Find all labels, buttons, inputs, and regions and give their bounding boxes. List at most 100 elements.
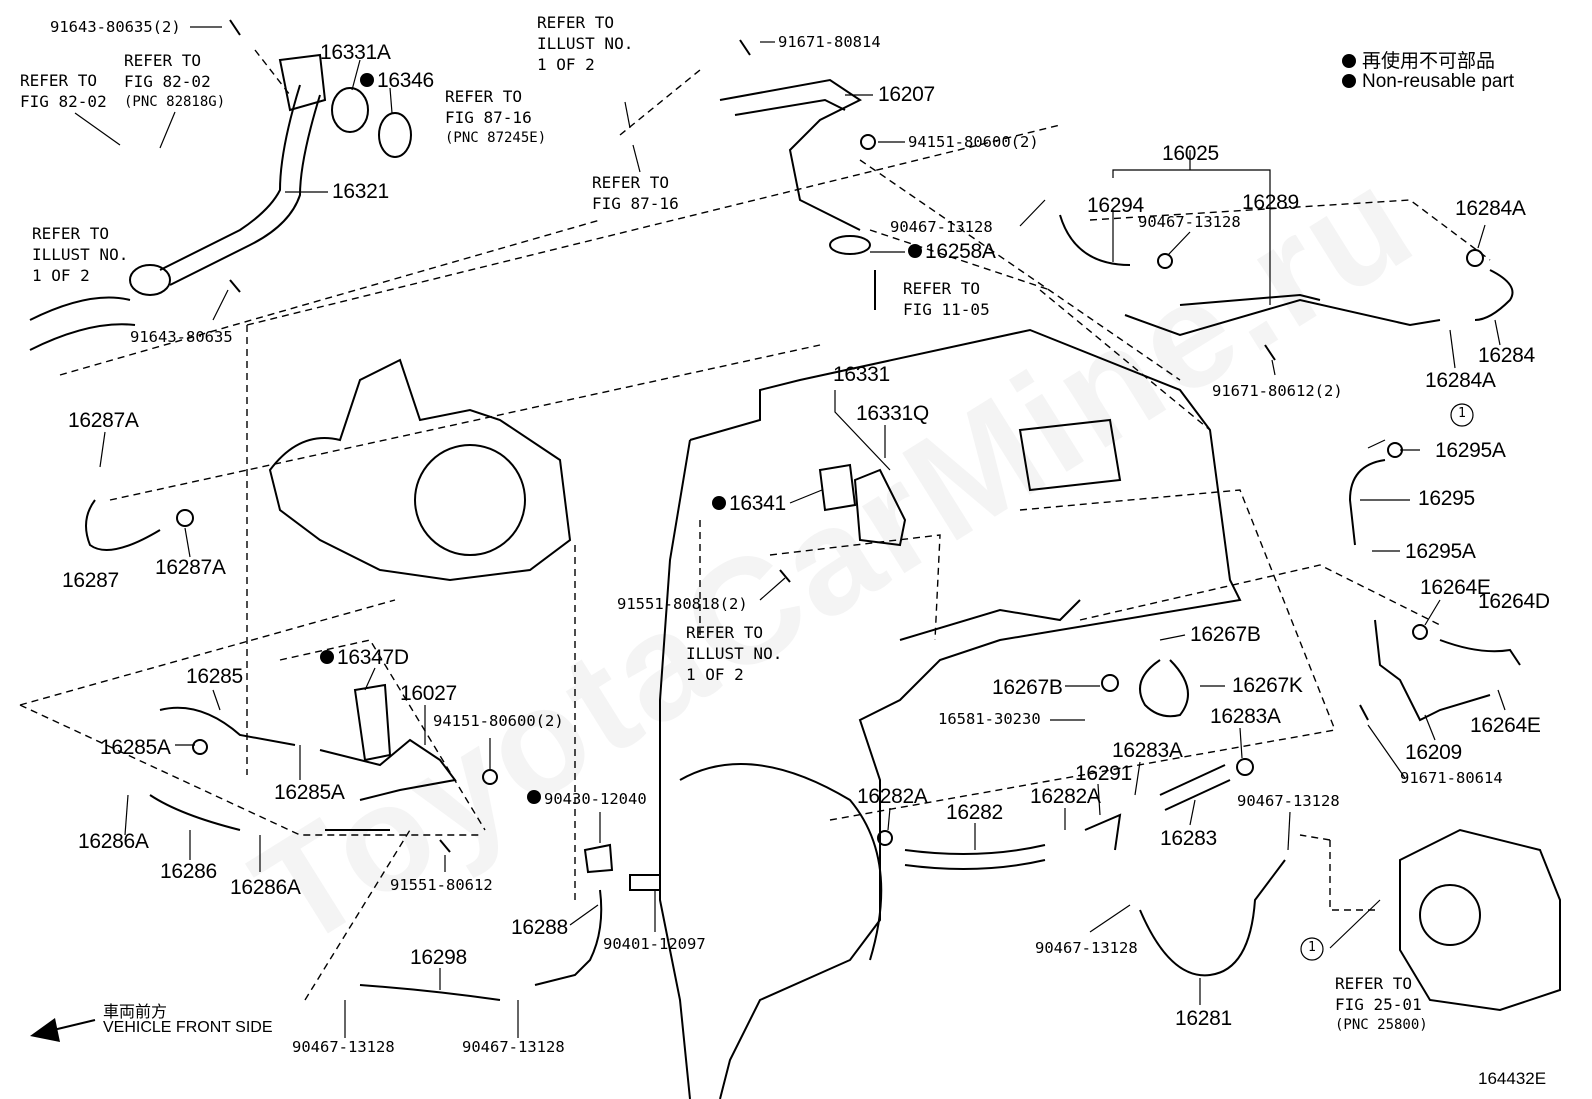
hose-16285 [159,706,296,746]
part-label: 16282A [1030,785,1101,808]
leader-line [1097,783,1101,816]
hose-16282-b [904,859,1046,870]
part-label: 90467-13128 [462,1038,565,1056]
part-label: 16282A [857,785,928,808]
leader-line [1239,727,1243,759]
part-label: 16267B [992,676,1063,699]
part-label: 16282 [946,801,1003,824]
leader-line [1159,634,1186,641]
leader-line [1497,689,1506,711]
part-label: 16264E [1470,714,1541,737]
part-label: 16298 [410,946,467,969]
pump-port [1419,884,1481,946]
engine-manifold [899,599,1081,641]
part-label: 16264D [1478,590,1550,613]
dashed-outline-16289-box [1089,199,1491,261]
part-label: 16284A [1455,197,1526,220]
leader-line [1367,439,1386,449]
part-label: 16286 [160,860,217,883]
leader-bracket-16025 [1112,169,1271,305]
part-label: 16581-30230 [938,710,1041,728]
part-label: 16264E [1420,576,1491,599]
dashed-outline-turbo-lower [109,344,821,501]
part-label: 16284A [1425,369,1496,392]
part-label: 16283A [1210,705,1281,728]
part-label: 91551-80612 [390,876,493,894]
dashed-outline-16264 [1079,564,1441,626]
part-label: 91671-80612(2) [1212,382,1343,400]
callout-number: 1 [1308,940,1316,955]
flange-16321 [278,53,327,112]
legend-jp: 再使用不可部品 [1342,46,1495,73]
water-pump [1399,828,1561,1012]
part-label: 16285A [100,736,171,759]
leader-line [569,904,599,926]
leader-line [159,111,176,149]
gasket-16346 [378,112,412,158]
callout-number: 1 [1458,406,1466,421]
dashed-outline-16207 [859,159,1181,381]
leader-line [1329,899,1381,949]
bolt-91671-80814 [739,39,751,56]
part-label: 16287A [68,409,139,432]
part-label: 91643-80635 [130,328,233,346]
part-label: 16291 [1075,762,1132,785]
part-label: 16283A [1112,739,1183,762]
leader-line [624,101,631,129]
dashed-outline-16331 [769,534,941,641]
part-label: 90467-13128 [1237,792,1340,810]
clamp-16285A [192,739,208,755]
leader-line [389,87,393,114]
hose-16283-b [1164,779,1231,811]
dashed-outline-engine-right [1039,289,1211,431]
leader-line [1477,224,1486,249]
bolt-91551-80612 [439,839,451,853]
part-label: 16285 [186,665,243,688]
bolt-91551-80818 [779,569,791,583]
part-label: 16207 [878,83,935,106]
leader-line [1449,329,1456,369]
part-label: 90467-13128 [1035,939,1138,957]
hose-16283 [1159,764,1226,796]
hose-16286 [149,794,241,831]
part-label: 16321 [332,180,389,203]
pipe-16289 [1124,298,1441,337]
nonreusable-dot-icon [908,244,922,258]
nonreusable-dot-icon [360,73,374,87]
pipe-16289-b [1179,293,1321,306]
part-label: 16286A [78,830,149,853]
legend-text-jp: 再使用不可部品 [1362,51,1496,72]
dashed-outline-hose-box [829,729,1336,821]
leader-line [1189,799,1196,826]
hose-left-refer-b [29,323,136,351]
clamp-16267B [1101,674,1119,692]
leader-line [887,807,891,831]
engine-cover-curve [679,763,883,961]
legend-en: Non-reusable part [1342,71,1514,93]
front-side-en: VEHICLE FRONT SIDE [103,1019,273,1036]
clamp-16282A [877,830,893,846]
nut-94151 [860,134,876,150]
part-label: 16267B [1190,623,1261,646]
bolt-91671-80612 [1264,344,1276,361]
part-label-nonreusable: 90430-12040 [527,790,647,808]
leader-line [1424,599,1441,626]
part-label: 16027 [400,682,457,705]
part-label: 91551-80818(2) [617,595,748,613]
pipe-16209 [1374,619,1491,722]
part-label: 91643-80635(2) [50,18,181,36]
part-label: 94151-80600(2) [433,712,564,730]
part-label: 90467-13128 [1138,213,1241,231]
leader-line [124,794,129,836]
callout-circle [1450,403,1474,427]
part-label: 90467-13128 [292,1038,395,1056]
legend-dot-icon [1342,74,1356,88]
clamp-16284A [1466,249,1484,267]
